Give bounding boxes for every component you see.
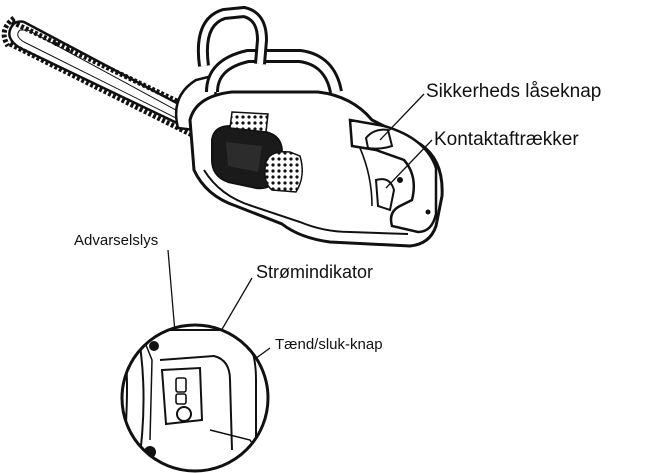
label-on-off-button: Tænd/sluk-knap bbox=[275, 336, 383, 353]
leader-trigger bbox=[385, 139, 433, 189]
chainsaw-body bbox=[174, 5, 444, 248]
label-power-indicator: Strømindikator bbox=[256, 262, 374, 282]
on-off-button-detail bbox=[176, 406, 192, 422]
label-trigger: Kontaktaftrækker bbox=[434, 129, 579, 150]
leader-safety-lock bbox=[379, 93, 425, 141]
label-warning-light: Advarselslys bbox=[74, 232, 159, 249]
label-safety-lock: Sikkerheds låseknap bbox=[426, 81, 602, 102]
detail-inset bbox=[120, 323, 270, 473]
